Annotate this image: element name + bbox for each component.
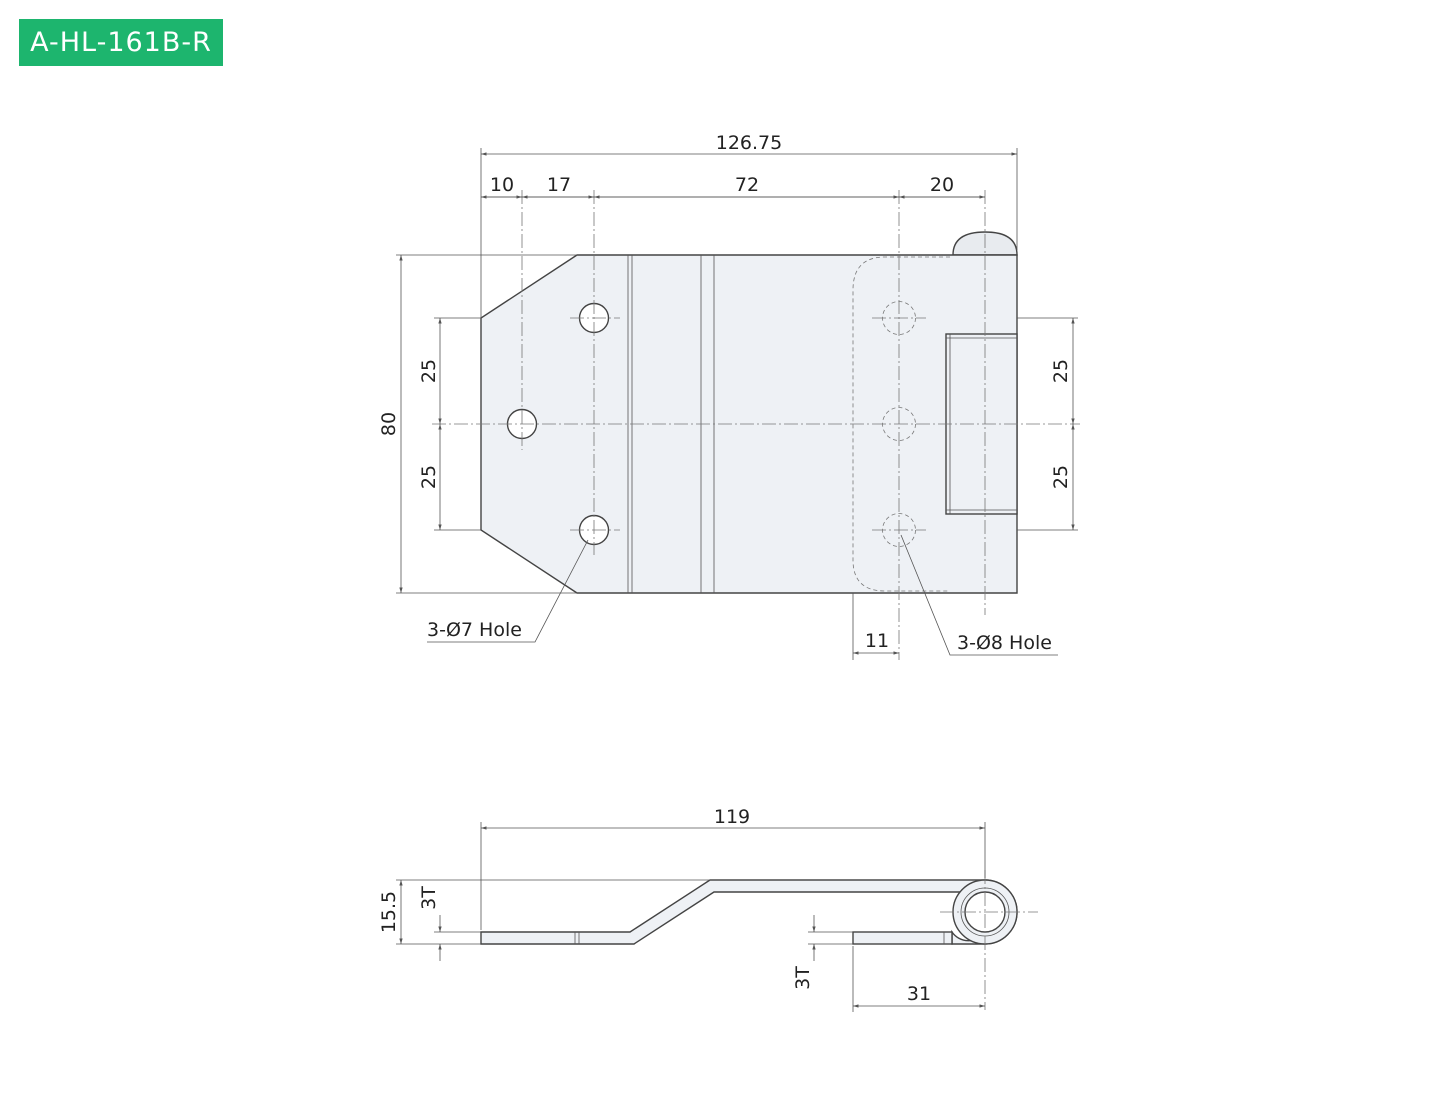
side-view: 119 15.5 3T 3T 31 [378, 806, 1038, 1012]
dim-leaf-length: 31 [907, 983, 931, 1005]
dim-right-pitch-upper: 25 [1050, 359, 1072, 383]
callout-left-holes: 3-Ø7 Hole [427, 619, 522, 641]
dim-left-pitch-upper: 25 [418, 359, 440, 383]
dim-radius-offset: 11 [865, 630, 889, 652]
hidden-lower-leaf [852, 256, 950, 592]
dim-height: 80 [378, 412, 400, 436]
dim-thickness-left: 3T [418, 886, 440, 910]
dim-left-pitch-lower: 25 [418, 465, 440, 489]
dim-offset-2: 17 [547, 174, 571, 196]
dim-right-pitch-lower: 25 [1050, 465, 1072, 489]
dim-offset-1: 10 [490, 174, 514, 196]
dim-pin-offset: 20 [930, 174, 954, 196]
dim-total-height: 15.5 [378, 891, 400, 933]
dim-thickness-right: 3T [792, 966, 814, 990]
callout-right-holes: 3-Ø8 Hole [957, 632, 1052, 654]
straight-leaf [852, 931, 953, 945]
top-view: 126.75 10 17 72 20 80 25 25 25 25 11 3-Ø… [378, 132, 1080, 660]
model-badge: A-HL-161B-R [19, 19, 223, 66]
dim-hole-pitch: 72 [735, 174, 759, 196]
dim-overall-width: 126.75 [716, 132, 782, 154]
dim-overall-length: 119 [714, 806, 750, 828]
